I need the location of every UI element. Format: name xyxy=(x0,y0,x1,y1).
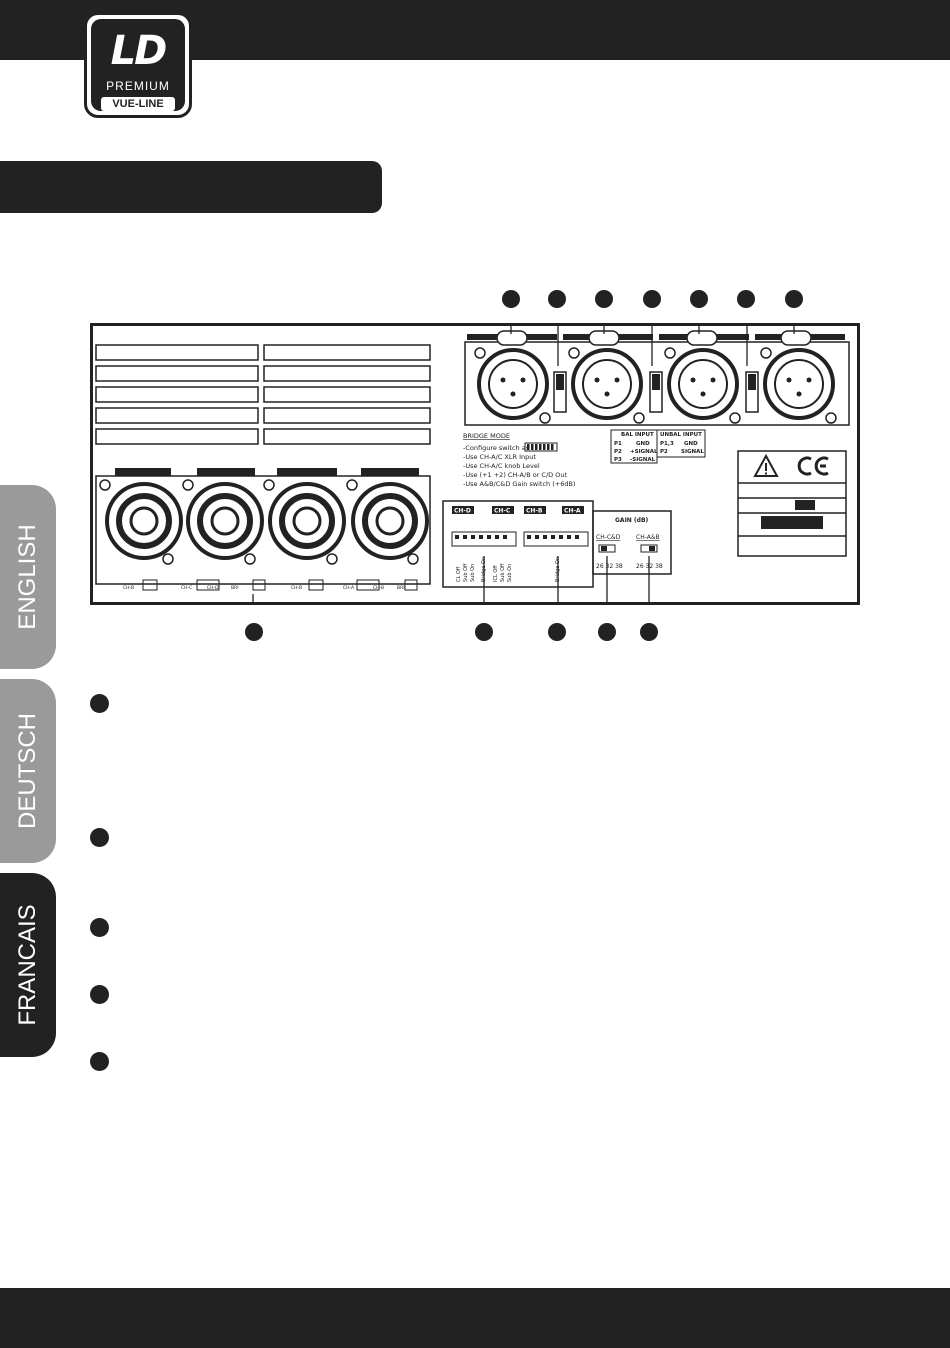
callout-marker xyxy=(690,290,708,308)
dip-bottom-label: Sub On xyxy=(470,564,476,582)
bridge-mode-line: -Configure switch as xyxy=(463,444,530,452)
unbal-signal: GND xyxy=(684,441,698,447)
bullet-marker xyxy=(90,828,109,847)
dip-switch-icon xyxy=(524,442,558,452)
callout-marker xyxy=(640,623,658,641)
bridge-mode-line: -Use A&B/C&D Gain switch (+6dB) xyxy=(463,480,575,488)
callout-marker xyxy=(598,623,616,641)
gain-title: GAIN (dB) xyxy=(615,517,649,524)
safety-label xyxy=(737,450,847,557)
speakon-outputs: CH-B CH-C CH-D BRI CH-B CH-A CH-B BRI xyxy=(95,468,431,591)
dip-bottom-label: ICL Off xyxy=(493,565,499,582)
speakon-label: BRI xyxy=(231,585,239,591)
dip-channel-label: CH-A xyxy=(564,508,581,515)
speakon-label: CH-B xyxy=(123,585,134,591)
callout-marker xyxy=(245,623,263,641)
label-boxes xyxy=(95,344,431,445)
section-title-bar xyxy=(0,161,382,213)
bullet-marker xyxy=(90,918,109,937)
dip-channel-label: CH-B xyxy=(526,508,543,515)
bullet-marker xyxy=(90,985,109,1004)
callout-marker xyxy=(785,290,803,308)
brand-logo: LD PREMIUM VUE-LINE xyxy=(84,12,192,118)
dip-switch-block: CH-D CH-C CH-B CH-A CL Off Sub Off Sub O… xyxy=(442,500,594,588)
speakon-label: CH-C xyxy=(181,585,192,591)
tab-english[interactable]: ENGLISH xyxy=(0,485,56,669)
bal-input-title: BAL INPUT xyxy=(621,432,654,438)
bal-pin: P3 xyxy=(614,457,622,463)
callout-marker xyxy=(548,623,566,641)
bridge-mode-line: -Use (+1 +2) CH-A/B or C/D Out xyxy=(463,471,567,479)
dip-bottom-label: Sub Off xyxy=(463,563,469,582)
ce-mark-icon xyxy=(797,456,812,476)
gain-switch-block: GAIN (dB) CH-C&D CH-A&B 26 32 38 26 32 3… xyxy=(592,510,672,575)
gain-group-label: CH-A&B xyxy=(636,534,660,541)
callout-marker xyxy=(548,290,566,308)
speakon-label: CH-A xyxy=(343,585,355,591)
logo-brand: LD xyxy=(110,28,168,74)
speakon-label: CH-B xyxy=(291,585,302,591)
callout-marker xyxy=(595,290,613,308)
unbal-input-title: UNBAL INPUT xyxy=(660,432,702,438)
bottom-bar xyxy=(0,1288,950,1348)
bridge-mode-line: -Use CH-A/C knob Level xyxy=(463,462,540,470)
logo-vue-line: VUE-LINE xyxy=(101,97,175,111)
dip-bottom-label: CL Off xyxy=(456,566,462,582)
gain-values: 26 32 38 xyxy=(596,563,623,570)
dip-channel-label: CH-C xyxy=(494,508,511,515)
rear-panel-drawing: BRIDGE MODE -Configure switch as -Use CH… xyxy=(95,326,850,602)
bridge-mode-title: BRIDGE MODE xyxy=(463,432,510,440)
bullet-marker xyxy=(90,694,109,713)
tab-english-label: ENGLISH xyxy=(14,524,41,630)
dip-bottom-label: Sub On xyxy=(507,564,513,582)
tab-francais-label: FRANCAIS xyxy=(14,904,41,1026)
logo-background: LD PREMIUM VUE-LINE xyxy=(91,19,185,111)
callout-marker xyxy=(643,290,661,308)
callout-marker xyxy=(737,290,755,308)
unbal-pin: P2 xyxy=(660,449,668,455)
unbal-pin: P1,3 xyxy=(660,441,674,447)
warning-icon xyxy=(753,453,779,477)
callout-marker xyxy=(475,623,493,641)
bal-signal: -SIGNAL xyxy=(630,457,656,463)
amplifier-rear-panel: BRIDGE MODE -Configure switch as -Use CH… xyxy=(90,323,860,605)
callout-marker xyxy=(502,290,520,308)
tab-deutsch[interactable]: DEUTSCH xyxy=(0,679,56,863)
bullet-marker xyxy=(90,1052,109,1071)
tab-deutsch-label: DEUTSCH xyxy=(14,712,41,830)
unbal-signal: SIGNAL xyxy=(681,449,704,455)
speakon-label: CH-D xyxy=(207,585,219,591)
xlr-inputs xyxy=(464,330,850,426)
bridge-mode-line: -Use CH-A/C XLR Input xyxy=(463,453,536,461)
bal-signal: GND xyxy=(636,441,650,447)
dip-bottom-label: Sub Off xyxy=(500,563,506,582)
bal-pin: P2 xyxy=(614,449,622,455)
bal-pin: P1 xyxy=(614,441,622,447)
dip-channel-label: CH-D xyxy=(454,508,471,515)
tab-francais[interactable]: FRANCAIS xyxy=(0,873,56,1057)
gain-group-label: CH-C&D xyxy=(596,534,621,541)
bal-signal: +SIGNAL xyxy=(630,449,658,455)
speakon-label: BRI xyxy=(397,585,405,591)
logo-premium: PREMIUM xyxy=(106,79,170,93)
